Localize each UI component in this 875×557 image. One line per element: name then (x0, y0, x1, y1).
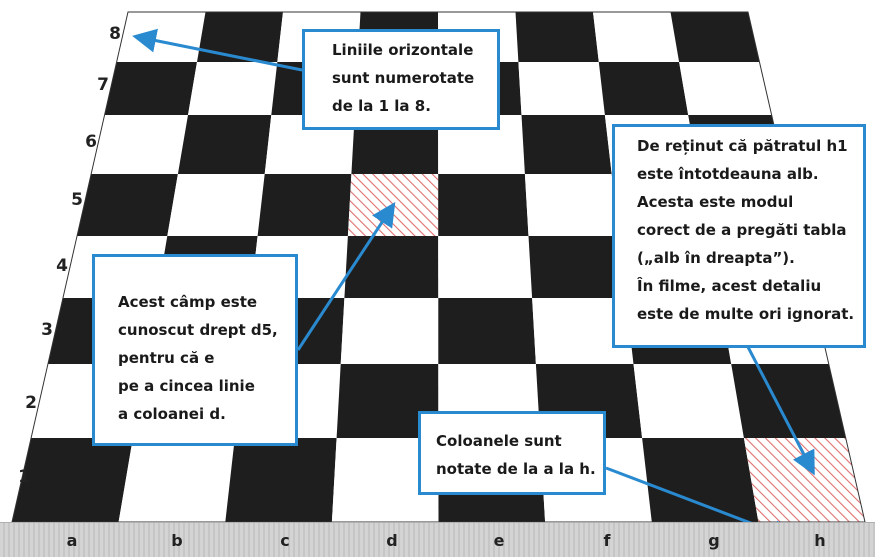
rank-label-8: 8 (109, 24, 121, 44)
square-e3 (438, 298, 536, 364)
file-label-f: f (603, 531, 611, 550)
square-d1 (331, 438, 439, 522)
square-b7 (188, 62, 278, 115)
square-d5 (347, 174, 439, 236)
file-label-d: d (386, 531, 398, 550)
callout-line: Coloanele sunt (436, 432, 562, 450)
square-c5 (257, 174, 352, 236)
file-label-g: g (708, 531, 720, 550)
file-label-b: b (171, 531, 183, 550)
square-e4 (438, 236, 533, 298)
file-label-strip (0, 522, 875, 557)
file-label-c: c (280, 531, 290, 550)
callout-ranks-note: Liniile orizontale sunt numerotate de la… (302, 29, 500, 130)
callout-line: de la 1 la 8. (332, 97, 431, 115)
square-b8 (197, 12, 283, 62)
callout-files-note: Coloanele sunt notate de la a la h. (418, 411, 606, 495)
square-a1 (12, 438, 133, 522)
square-h7 (679, 62, 772, 115)
square-f6 (521, 115, 612, 174)
file-label-h: h (814, 531, 826, 550)
arrow-to-rank-8 (132, 28, 303, 72)
callout-line: este de multe ori ignorat. (637, 305, 855, 323)
square-g8 (593, 12, 680, 62)
square-d3 (340, 298, 439, 364)
square-b6 (177, 115, 272, 174)
file-label-a: a (66, 531, 78, 550)
rank-label-2: 2 (25, 393, 37, 413)
callout-line: Acesta este modul (637, 193, 794, 211)
square-a5 (77, 174, 178, 236)
square-d2 (336, 364, 439, 438)
arrow-to-d5 (296, 201, 396, 351)
square-f3 (532, 298, 634, 364)
callout-line: În filme, acest detaliu (637, 277, 822, 295)
rank-label-5: 5 (71, 190, 83, 210)
square-g1 (642, 438, 759, 522)
rank-label-1: 1 (18, 467, 30, 487)
callout-line: („alb în dreapta”). (637, 249, 795, 267)
callout-h1-note: De reținut că pătratul h1 este întotdeau… (612, 124, 866, 348)
rank-label-7: 7 (97, 75, 109, 95)
square-a6 (91, 115, 188, 174)
callout-line: De reținut că pătratul h1 (637, 137, 848, 155)
square-a7 (104, 62, 197, 115)
rank-label-3: 3 (41, 320, 53, 340)
square-h2 (731, 364, 846, 438)
callout-line: sunt numerotate (332, 69, 475, 87)
rank-label-4: 4 (56, 256, 68, 276)
square-f7 (518, 62, 605, 115)
callout-d5-note: Acest câmp este cunoscut drept d5, pentr… (92, 254, 298, 446)
file-label-e: e (493, 531, 505, 550)
callout-line: notate de la a la h. (436, 460, 596, 478)
square-f4 (528, 236, 626, 298)
callout-line: Liniile orizontale (332, 41, 474, 59)
square-a8 (116, 12, 206, 62)
square-e5 (438, 174, 529, 236)
callout-line: corect de a pregăti tabla (637, 221, 847, 239)
square-d4 (344, 236, 439, 298)
square-g7 (598, 62, 689, 115)
callout-line: pe a cincea linie (118, 377, 255, 395)
callout-line: Acest câmp este (118, 293, 258, 311)
rank-label-6: 6 (85, 132, 97, 152)
callout-line: cunoscut drept d5, (118, 321, 278, 339)
square-f5 (524, 174, 619, 236)
square-c1 (225, 438, 337, 522)
callout-line: a coloanei d. (118, 405, 226, 423)
square-b1 (118, 438, 235, 522)
callout-line: este întotdeauna alb. (637, 165, 819, 183)
arrow-to-h1 (746, 346, 815, 476)
square-b5 (167, 174, 265, 236)
square-g2 (633, 364, 744, 438)
callout-line: pentru că e (118, 349, 215, 367)
square-f8 (515, 12, 599, 62)
square-h8 (670, 12, 760, 62)
square-h1 (743, 438, 865, 522)
